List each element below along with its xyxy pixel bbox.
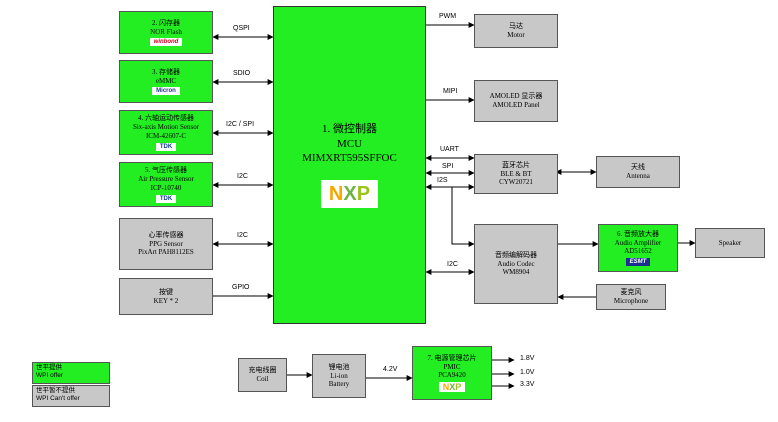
key-block: 按键 KEY * 2: [119, 278, 213, 315]
legend-offered-en: WPI offer: [36, 371, 63, 379]
bus-label-mipi: MIPI: [443, 88, 458, 95]
mcu-part-number: MIMXRT595SFFOC: [302, 152, 397, 165]
wire-i2s-codec: [451, 187, 475, 247]
tdk-logo: TDK: [155, 142, 177, 151]
mcu-title-en: MCU: [336, 137, 363, 150]
block-title-cn: 音频编解码器: [495, 250, 537, 259]
bus-label-spi: SPI: [442, 163, 454, 170]
block-title-cn: AMOLED 显示器: [489, 92, 543, 101]
block-title-en: Li-ion: [330, 371, 348, 380]
output-voltage-1v0: 1.0V: [520, 369, 535, 376]
legend-not-offered-en: WPI Can't offer: [36, 394, 80, 402]
block-title-cn: 锂电池: [328, 362, 350, 371]
block-title-en: Audio Codec: [497, 259, 535, 268]
legend-not-offered-cn: 世平暂不提供: [36, 387, 75, 394]
block-title-cn: 6. 音频放大器: [617, 229, 659, 238]
legend-offered-cn: 世平提供: [36, 364, 62, 371]
speaker-block: Speaker: [695, 228, 765, 258]
block-title-en: Six-axis Motion Sensor: [132, 123, 200, 132]
block-title-cn: 4. 六轴运动传感器: [138, 114, 194, 123]
block-title-en: Motor: [507, 31, 525, 39]
bus-label-gpio: GPIO: [232, 284, 250, 291]
bus-label-i2c-spi: I2C / SPI: [226, 121, 255, 128]
bus-label-i2s: I2S: [437, 177, 448, 184]
block-title-en: Antenna: [626, 172, 650, 180]
block-title-en: Audio Amplifier: [614, 238, 662, 247]
block-part: CYW20721: [499, 178, 533, 187]
block-title-cn: 充电线圈: [248, 366, 277, 375]
winbond-logo: winbond: [149, 38, 183, 47]
bus-label-i2c-ppg: I2C: [237, 232, 248, 239]
mcu-title-cn: 1. 微控制器: [322, 122, 377, 135]
block-title-en: AMOLED Panel: [492, 101, 540, 109]
block-title-cn: 2. 闪存器: [152, 18, 180, 27]
block-title-en: PMIC: [443, 362, 461, 371]
block-part: AD51652: [624, 247, 652, 256]
block-title-en: Microphone: [613, 297, 649, 305]
battery-voltage-label: 4.2V: [383, 366, 398, 373]
block-title-en: PPG Sensor: [149, 239, 183, 248]
amoled-panel-block: AMOLED 显示器 AMOLED Panel: [474, 80, 558, 122]
block-title-en: Air Pressure Sensor: [138, 175, 194, 184]
charging-coil-block: 充电线圈 Coil: [238, 358, 287, 392]
output-voltage-1v8: 1.8V: [520, 355, 535, 362]
block-part: PixArt PAH8112ES: [138, 248, 194, 257]
battery-block: 锂电池 Li-ion Battery: [312, 354, 366, 398]
block-title-cn: 5. 气压传感器: [145, 166, 187, 175]
ppg-sensor-block: 心率传感器 PPG Sensor PixArt PAH8112ES: [119, 218, 213, 270]
block-part: ICP-10740: [150, 183, 182, 192]
block-title-cn: 蓝牙芯片: [502, 160, 530, 169]
block-title-en: NOR Flash: [150, 27, 182, 36]
emmc-block: 3. 存储器 eMMC Micron: [119, 60, 213, 103]
esmt-logo: ESMT: [625, 258, 651, 267]
block-title-cn: 天线: [631, 163, 645, 172]
tdk-logo: TDK: [155, 194, 177, 203]
micron-logo: Micron: [152, 87, 180, 96]
block-part: WM8904: [502, 268, 530, 277]
bluetooth-chip-block: 蓝牙芯片 BLE & BT CYW20721: [474, 154, 558, 194]
block-title-cn: 马达: [509, 22, 523, 31]
antenna-block: 天线 Antenna: [596, 156, 680, 188]
motion-sensor-block: 4. 六轴运动传感器 Six-axis Motion Sensor ICM-42…: [119, 110, 213, 155]
bus-label-qspi: QSPI: [233, 25, 250, 32]
block-title-cn: 3. 存储器: [152, 67, 180, 76]
block-title-cn: 按键: [159, 287, 173, 296]
audio-amplifier-block: 6. 音频放大器 Audio Amplifier AD51652 ESMT: [598, 224, 678, 272]
bus-label-i2c-codec: I2C: [447, 261, 458, 268]
legend-offered: 世平提供 WPI offer: [32, 362, 110, 384]
microphone-block: 麦克风 Microphone: [596, 284, 666, 310]
block-part: PCA9420: [438, 371, 466, 380]
bus-label-uart: UART: [440, 146, 459, 153]
block-title-en: eMMC: [155, 76, 177, 85]
legend-not-offered: 世平暂不提供 WPI Can't offer: [32, 385, 110, 407]
pressure-sensor-block: 5. 气压传感器 Air Pressure Sensor ICP-10740 T…: [119, 162, 213, 207]
motor-block: 马达 Motor: [474, 14, 558, 48]
block-title-en-2: Battery: [328, 380, 350, 389]
block-part: ICM-42607-C: [145, 131, 187, 140]
block-title-en: KEY * 2: [153, 296, 179, 305]
audio-codec-block: 音频编解码器 Audio Codec WM8904: [474, 224, 558, 304]
block-title-en: Coil: [256, 375, 269, 383]
block-title-cn: 麦克风: [620, 288, 642, 297]
block-title-en: BLE & BT: [500, 169, 532, 178]
block-title-cn: 心率传感器: [148, 230, 184, 239]
nor-flash-block: 2. 闪存器 NOR Flash winbond: [119, 11, 213, 54]
block-title-cn: 7. 电源管理芯片: [427, 353, 477, 362]
bus-label-pwm: PWM: [439, 13, 457, 20]
bus-label-sdio: SDIO: [233, 70, 251, 77]
block-title-en: Speaker: [718, 238, 742, 247]
bus-label-i2c-baro: I2C: [237, 173, 248, 180]
output-voltage-3v3: 3.3V: [520, 381, 535, 388]
